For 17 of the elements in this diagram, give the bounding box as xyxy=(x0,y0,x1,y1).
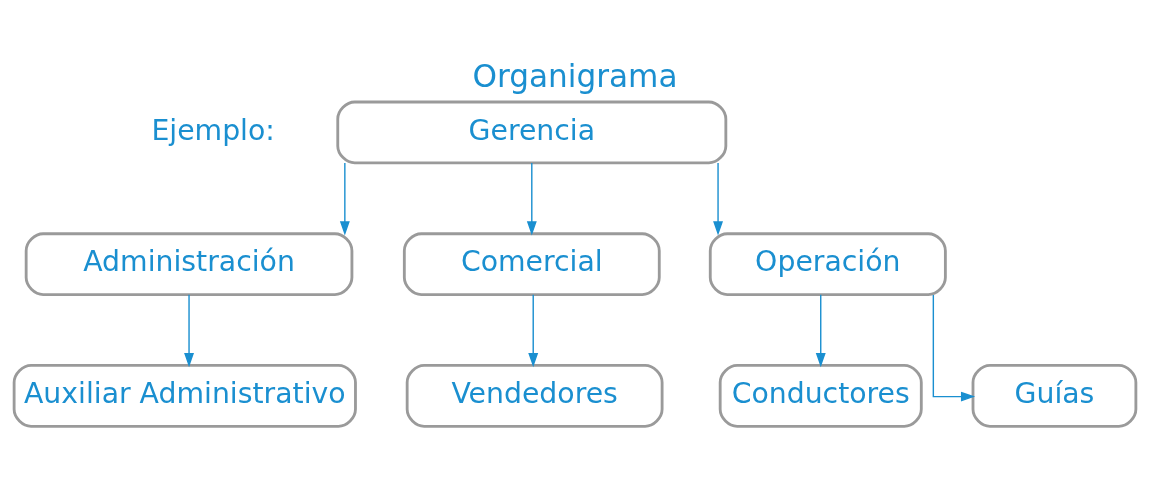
arrow xyxy=(932,294,976,402)
node-box: Gerencia xyxy=(336,100,728,165)
arrow xyxy=(184,294,194,368)
arrow xyxy=(815,294,826,368)
node-box: Administración xyxy=(24,232,354,297)
label: Ejemplo: xyxy=(151,113,275,147)
arrow xyxy=(528,294,539,368)
node-box: Comercial xyxy=(402,232,661,297)
node-box: Auxiliar Administrativo xyxy=(12,364,357,428)
node-box: Vendedores xyxy=(405,364,664,428)
arrow xyxy=(713,162,724,236)
node-box: Operación xyxy=(708,232,947,297)
arrow xyxy=(339,162,350,236)
arrow xyxy=(526,162,537,236)
node-box: Conductores xyxy=(718,364,923,428)
node-box: Guías xyxy=(971,364,1138,428)
diagram-title: Organigrama xyxy=(472,58,678,95)
